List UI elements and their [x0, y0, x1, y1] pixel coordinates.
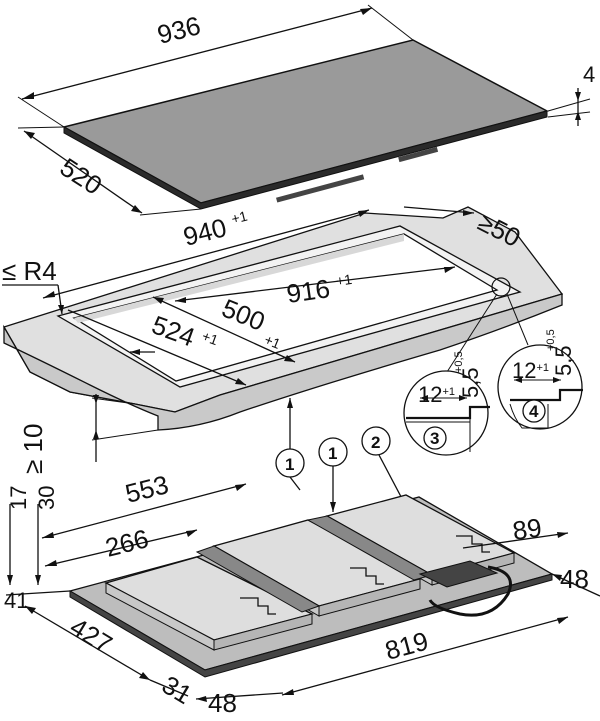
glass-thickness-dim: 4 [583, 62, 595, 87]
detail-4-depth: 5,5 [551, 345, 576, 376]
callouts: 1 1 2 [275, 398, 438, 566]
unit-edge-48-front: 48 [208, 688, 237, 718]
detail-3-badge [423, 426, 447, 450]
detail-4-width: 12+1 [512, 358, 549, 383]
detail-3-width: 12+1 [418, 382, 455, 407]
corner-radius-dim: ≤ R4 [2, 256, 57, 286]
cutout-wall [74, 234, 404, 323]
cutout-inner-width-dim: 916 +1 [285, 270, 355, 309]
glass-width-dim: 936 [154, 10, 203, 50]
front-clearance-dim: ≥ 10 [18, 424, 48, 474]
induction-module-1-front [105, 582, 215, 651]
unit-width-553: 553 [122, 469, 171, 509]
callout-2-label: 2 [371, 433, 380, 452]
detail-4-number: 4 [529, 402, 539, 421]
unit-offset-31: 31 [157, 669, 197, 710]
hob-unit: 17 30 553 266 89 48 41 427 31 4 [4, 469, 600, 718]
connection-box [418, 560, 499, 588]
callout-1a-label: 1 [285, 455, 294, 474]
worktop: 940 +1 ≥50 ≤ R4 916 +1 524 +1 5 [2, 206, 564, 474]
detail-3: 12+1 5,5 +0,5 3 [403, 351, 490, 456]
detail-3-depth: 5,5 [458, 367, 483, 398]
glass-top-edge [63, 110, 548, 210]
unit-edge-41: 41 [4, 588, 28, 613]
glass-top-underside-rib [276, 174, 365, 203]
detail-3-number: 3 [430, 429, 439, 448]
callout-2 [361, 426, 391, 456]
detail-4-circle [497, 344, 583, 430]
detail-4-depth-tol: +0,5 [545, 329, 557, 351]
unit-height-30: 30 [34, 486, 59, 510]
detail-4: 12+1 5,5 +0,5 4 [497, 329, 583, 430]
callout-1b-label: 1 [328, 444, 337, 463]
unit-module-89: 89 [511, 512, 544, 546]
glass-top: 936 520 4 [17, 4, 595, 216]
unit-width-266: 266 [102, 523, 151, 563]
glass-depth-dim: 520 [55, 152, 108, 201]
detail-4-badge [522, 399, 546, 423]
unit-edge-48-right: 48 [560, 564, 589, 594]
detail-circles: 12+1 5,5 +0,5 3 12+1 5,5 +0,5 4 [403, 293, 583, 456]
support-bar-1 [195, 545, 321, 613]
unit-width-819: 819 [382, 626, 432, 666]
unit-base-edge [69, 573, 553, 678]
worktop-front-edge [3, 293, 563, 431]
glass-top-underside-rib [398, 146, 439, 163]
detail-3-depth-tol: +0,5 [453, 351, 465, 373]
detail-marker [491, 277, 511, 297]
mains-cable [428, 565, 512, 617]
unit-height-17: 17 [6, 486, 31, 510]
